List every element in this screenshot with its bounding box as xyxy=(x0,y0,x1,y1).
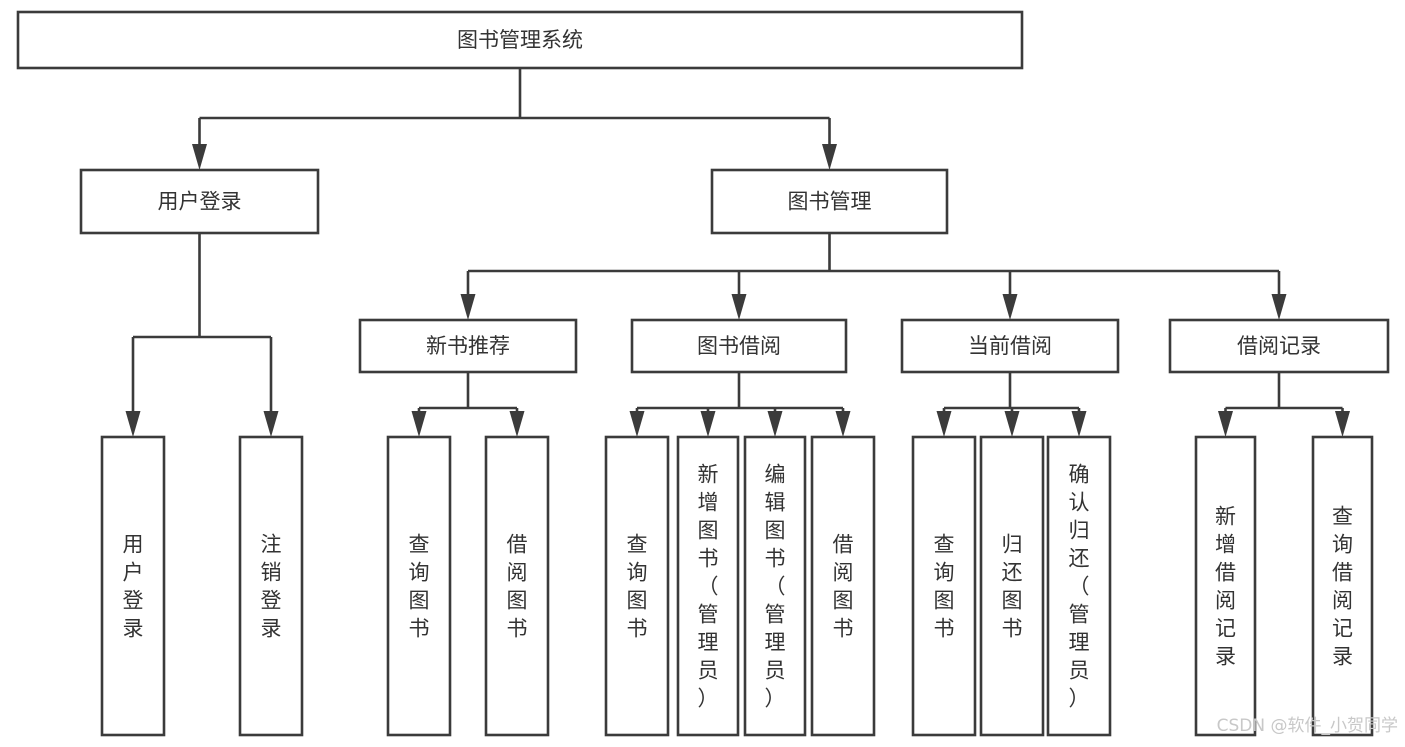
arrow-head-icon xyxy=(822,144,837,170)
node-box xyxy=(979,435,1045,737)
node-borrow-record[interactable]: 借阅记录 xyxy=(1168,318,1390,374)
node-label: 图书借阅 xyxy=(697,334,781,358)
node-leaf-confirm-return[interactable]: 确认归还（管理员） xyxy=(1046,435,1112,737)
arrow-head-icon xyxy=(1004,411,1020,437)
node-label: 归还图书 xyxy=(1002,532,1023,640)
node-box xyxy=(810,435,876,737)
node-label: 确认归还（管理员） xyxy=(1069,462,1090,710)
arrow-head-icon xyxy=(700,411,716,437)
node-leaf-query-book-cb[interactable]: 查询图书 xyxy=(911,435,977,737)
node-leaf-user-login[interactable]: 用户登录 xyxy=(100,435,166,737)
csdn-watermark: CSDN @软件_小贺同学 xyxy=(1217,716,1398,736)
node-leaf-edit-book[interactable]: 编辑图书（管理员） xyxy=(743,435,807,737)
node-label: 编辑图书（管理员） xyxy=(765,462,786,710)
node-box xyxy=(79,168,320,235)
node-leaf-user-logout[interactable]: 注销登录 xyxy=(238,435,304,737)
node-label: 注销登录 xyxy=(261,532,282,640)
arrow-head-icon xyxy=(936,411,952,437)
node-root[interactable]: 图书管理系统 xyxy=(16,10,1024,70)
node-leaf-add-book[interactable]: 新增图书（管理员） xyxy=(676,435,740,737)
arrow-head-icon xyxy=(411,411,427,437)
arrow-head-icon xyxy=(731,294,747,320)
node-box xyxy=(358,318,578,374)
arrow-head-icon xyxy=(192,144,207,170)
arrow-head-icon xyxy=(460,294,476,320)
node-label: 新增图书（管理员） xyxy=(698,462,719,710)
node-label: 查询图书 xyxy=(409,532,430,640)
node-label: 查询图书 xyxy=(627,532,648,640)
node-user-login[interactable]: 用户登录 xyxy=(79,168,320,235)
node-label: 借阅记录 xyxy=(1237,334,1321,358)
node-label: 当前借阅 xyxy=(968,334,1052,358)
node-box xyxy=(743,435,807,737)
arrow-head-icon xyxy=(509,411,525,437)
node-current-borrow[interactable]: 当前借阅 xyxy=(900,318,1120,374)
node-box xyxy=(1194,435,1257,737)
arrow-head-icon xyxy=(1335,411,1350,437)
node-label: 图书管理系统 xyxy=(457,28,583,52)
node-box xyxy=(484,435,550,737)
node-label: 查询图书 xyxy=(934,532,955,640)
node-label: 用户登录 xyxy=(158,190,242,214)
arrow-head-icon xyxy=(263,411,279,437)
node-leaf-query-book-br[interactable]: 查询图书 xyxy=(604,435,670,737)
arrow-head-icon xyxy=(835,411,851,437)
arrow-head-icon xyxy=(1002,294,1018,320)
node-label: 借阅图书 xyxy=(507,532,528,640)
node-leaf-return-book[interactable]: 归还图书 xyxy=(979,435,1045,737)
node-box xyxy=(386,435,452,737)
node-label: 新增借阅记录 xyxy=(1215,504,1236,668)
node-leaf-query-record[interactable]: 查询借阅记录 xyxy=(1311,435,1374,737)
node-label: 借阅图书 xyxy=(833,532,854,640)
node-box xyxy=(911,435,977,737)
node-leaf-borrow-book-br[interactable]: 借阅图书 xyxy=(810,435,876,737)
node-box xyxy=(238,435,304,737)
arrow-head-icon xyxy=(767,411,783,437)
arrow-head-icon xyxy=(125,411,141,437)
arrow-head-icon xyxy=(629,411,645,437)
node-label: 查询借阅记录 xyxy=(1332,504,1353,668)
node-box xyxy=(100,435,166,737)
node-label: 新书推荐 xyxy=(426,334,510,358)
node-box xyxy=(676,435,740,737)
node-layer: 图书管理系统用户登录图书管理新书推荐图书借阅当前借阅借阅记录用户登录注销登录查询… xyxy=(16,10,1390,737)
node-book-borrow[interactable]: 图书借阅 xyxy=(630,318,848,374)
node-leaf-add-record[interactable]: 新增借阅记录 xyxy=(1194,435,1257,737)
node-box xyxy=(1046,435,1112,737)
arrow-head-icon xyxy=(1218,411,1233,437)
node-box xyxy=(16,10,1024,70)
node-leaf-query-book-rec[interactable]: 查询图书 xyxy=(386,435,452,737)
node-label: 图书管理 xyxy=(788,190,872,214)
node-box xyxy=(604,435,670,737)
node-box xyxy=(1168,318,1390,374)
node-leaf-borrow-book-rec[interactable]: 借阅图书 xyxy=(484,435,550,737)
node-box xyxy=(630,318,848,374)
node-box xyxy=(710,168,949,235)
arrow-head-icon xyxy=(1071,411,1087,437)
arrow-head-icon xyxy=(1271,294,1287,320)
node-book-manage[interactable]: 图书管理 xyxy=(710,168,949,235)
node-box xyxy=(900,318,1120,374)
node-box xyxy=(1311,435,1374,737)
connector-layer xyxy=(125,68,1350,437)
node-new-book-rec[interactable]: 新书推荐 xyxy=(358,318,578,374)
node-label: 用户登录 xyxy=(123,532,144,640)
